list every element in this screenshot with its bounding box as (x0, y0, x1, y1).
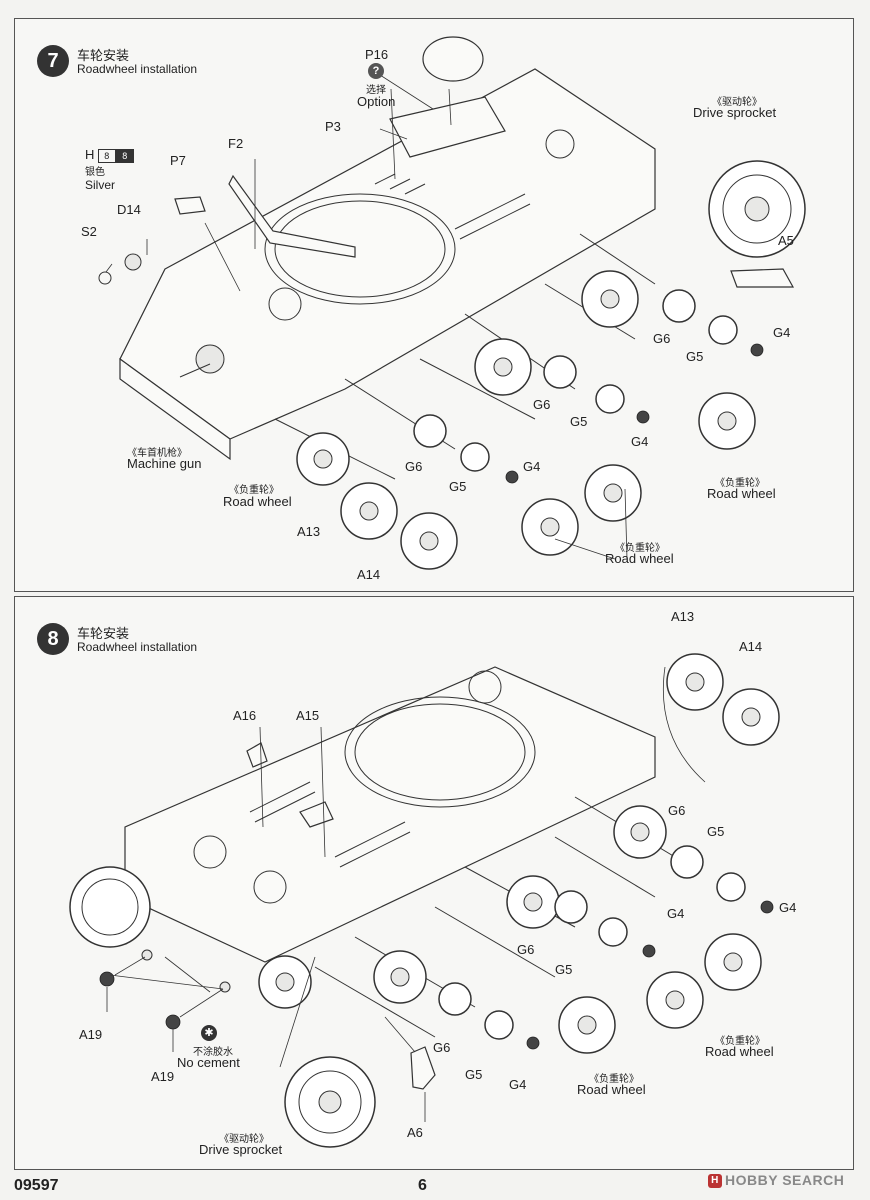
label-g6: G6 (668, 803, 686, 818)
label-g5: G5 (707, 824, 725, 839)
paint-chip-b: 8 (115, 148, 134, 163)
road-wheel-label-en: Road wheel (577, 1082, 646, 1097)
step-number-badge: 7 (37, 45, 69, 77)
step-title-en: Roadwheel installation (77, 640, 198, 654)
step-title-cn: 车轮安装 (77, 49, 130, 64)
part-a16 (246, 742, 268, 768)
road-wheel-label-cn: 《负重轮》 (715, 478, 765, 489)
label-g4: G4 (523, 459, 541, 474)
part-a15 (299, 801, 334, 828)
part-p16 (422, 36, 484, 82)
label-f2: F2 (228, 136, 244, 151)
part-a19 (165, 1014, 181, 1030)
label-a14: A14 (739, 639, 763, 654)
option-icon: ? (368, 63, 384, 79)
part-f2 (228, 174, 356, 258)
drive-sprocket-label-cn: 《驱动轮》 (219, 1134, 269, 1145)
label-a14: A14 (357, 567, 381, 582)
no-cement-icon: ✱ (201, 1025, 217, 1041)
option-label-en: Option (357, 94, 396, 109)
no-cement-label-en: No cement (177, 1055, 240, 1070)
label-a15: A15 (296, 708, 320, 723)
label-g5: G5 (449, 479, 467, 494)
road-wheel-label-cn: 《负重轮》 (589, 1074, 639, 1085)
paint-chip-a: 8 (97, 148, 116, 163)
paint-code: H (85, 147, 95, 162)
part-s2 (98, 271, 112, 285)
machine-gun-label-en: Machine gun (127, 456, 202, 471)
step-7-panel: 7 车轮安装 Roadwheel installation (14, 18, 854, 592)
road-wheel-label-en: Road wheel (707, 486, 776, 501)
machine-gun (195, 344, 225, 374)
step-8-panel: 8 车轮安装 Roadwheel installation (14, 596, 854, 1170)
no-cement-label-cn: 不涂胶水 (193, 1047, 233, 1058)
hobby-search-logo-icon: H (708, 1174, 722, 1189)
road-wheel-label-en: Road wheel (705, 1044, 774, 1059)
drive-sprocket-label-en: Drive sprocket (199, 1142, 283, 1157)
label-g6: G6 (653, 331, 671, 346)
step-7-illustration (98, 36, 806, 570)
turret-ring (264, 193, 456, 305)
product-code: 09597 (14, 1177, 59, 1194)
page-number: 6 (418, 1177, 427, 1194)
step-title-en: Roadwheel installation (77, 62, 198, 76)
label-g6: G6 (517, 942, 535, 957)
label-p7: P7 (170, 153, 186, 168)
part-g6 (662, 289, 696, 323)
part-d14 (124, 253, 142, 271)
step-title-cn: 车轮安装 (77, 627, 130, 642)
part-g5 (708, 315, 738, 345)
label-a13: A13 (297, 524, 321, 539)
label-g4: G4 (631, 434, 649, 449)
label-d14: D14 (117, 202, 141, 217)
road-wheel-label-cn: 《负重轮》 (715, 1036, 765, 1047)
part-p3 (389, 96, 506, 158)
label-g5: G5 (465, 1067, 483, 1082)
label-a6: A6 (407, 1125, 423, 1140)
part-g4 (750, 343, 764, 357)
part-p7 (174, 196, 206, 215)
step-8-illustration (69, 653, 780, 1148)
machine-gun-label-cn: 《车首机枪》 (127, 448, 187, 459)
part-g6 (670, 845, 704, 879)
road-wheel-label-cn: 《负重轮》 (615, 543, 665, 554)
part-a19 (99, 971, 115, 987)
label-a19: A19 (79, 1027, 103, 1042)
label-g4: G4 (667, 906, 685, 921)
road-wheel-label-en: Road wheel (605, 551, 674, 566)
drive-sprocket-label-en: Drive sprocket (693, 105, 777, 120)
label-g4: G4 (509, 1077, 527, 1092)
drive-sprocket-label-cn: 《驱动轮》 (712, 97, 762, 108)
paint-name-en: Silver (85, 177, 116, 192)
hull-body (119, 68, 656, 440)
label-g5: G5 (555, 962, 573, 977)
label-a13: A13 (671, 609, 695, 624)
label-g4: G4 (773, 325, 791, 340)
part-a6 (410, 1046, 436, 1090)
label-g5: G5 (570, 414, 588, 429)
label-g6: G6 (433, 1040, 451, 1055)
label-a16: A16 (233, 708, 257, 723)
paint-name-cn: 银色 (85, 166, 105, 178)
label-a5: A5 (778, 233, 794, 248)
label-g5: G5 (686, 349, 704, 364)
turret-ring (344, 696, 536, 808)
part-g4 (760, 900, 774, 914)
option-label-cn: 选择 (366, 85, 386, 96)
watermark-text: HOBBY SEARCH (725, 1172, 845, 1188)
part-a5 (730, 268, 795, 288)
road-wheel-label-en: Road wheel (223, 494, 292, 509)
label-p16: P16 (365, 47, 389, 62)
part-g5 (716, 872, 746, 902)
road-wheel-label-cn: 《负重轮》 (229, 485, 279, 496)
label-g6: G6 (533, 397, 551, 412)
step-number-badge: 8 (37, 623, 69, 655)
label-a19: A19 (151, 1069, 175, 1084)
label-g6: G6 (405, 459, 423, 474)
label-s2: S2 (81, 224, 97, 239)
label-g4: G4 (779, 900, 797, 915)
label-p3: P3 (325, 119, 341, 134)
